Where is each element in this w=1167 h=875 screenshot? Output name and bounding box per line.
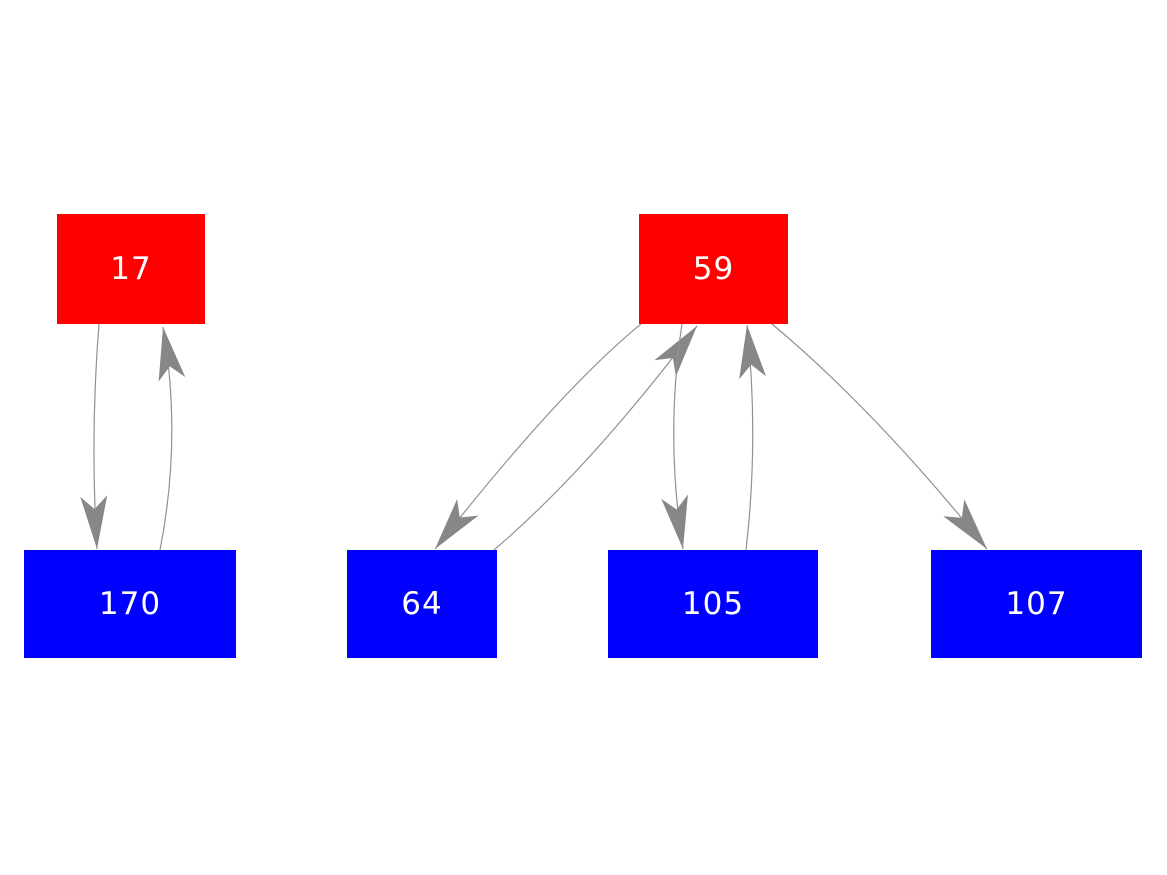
graph-node-105[interactable]: 105 (608, 550, 818, 658)
node-label: 105 (681, 585, 745, 622)
graph-node-170[interactable]: 170 (24, 550, 236, 658)
node-label: 107 (1005, 585, 1068, 622)
edge-64-to-59 (493, 325, 698, 551)
graph-node-107[interactable]: 107 (931, 550, 1142, 658)
node-label: 59 (692, 250, 735, 287)
edge-59-to-64 (434, 323, 642, 550)
edge-59-to-105 (661, 323, 688, 550)
node-label: 17 (110, 250, 152, 287)
graph-node-59[interactable]: 59 (639, 214, 788, 324)
graph-node-64[interactable]: 64 (347, 550, 497, 658)
node-label: 170 (98, 585, 162, 622)
edge-59-to-107 (771, 323, 988, 550)
edge-170-to-17 (158, 326, 186, 551)
edge-105-to-59 (739, 324, 767, 551)
graph-node-17[interactable]: 17 (57, 214, 205, 324)
edge-17-to-170 (80, 323, 108, 550)
node-label: 64 (401, 585, 443, 622)
